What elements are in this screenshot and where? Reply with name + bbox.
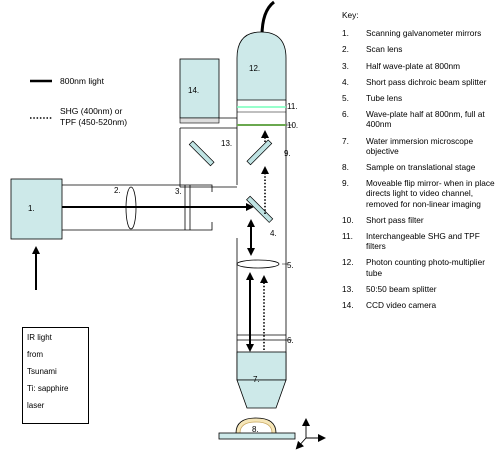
label-5: 5. [287,261,294,270]
sample-dome-inner [239,421,273,434]
key-item-number: 4. [342,76,349,87]
key-item: 1. Scanning galvanometer mirrors [342,28,496,38]
key-item-number: 7. [342,135,349,146]
label-6: 6. [287,336,294,345]
label-12: 12. [249,64,260,73]
flip-mirror [246,139,273,166]
key-item-number: 8. [342,162,349,173]
key-item: 13. 50:50 beam splitter [342,284,496,294]
translational-stage [218,432,296,440]
key-item-label: Wave-plate half at 800nm, full at 400nm [366,109,485,130]
label-11: 11. [287,102,298,111]
key-item-number: 1. [342,28,349,39]
key-item: 5. Tube lens [342,93,496,103]
axis-y [295,437,307,450]
key-item-number: 10. [342,214,354,225]
objective-nose [236,379,287,409]
key-item-label: CCD video camera [366,300,437,311]
source-line-5: laser [27,401,45,410]
key-item-number: 6. [342,109,349,120]
source-line-4: Ti: sapphire [27,384,69,393]
source-line-3: Tsunami [27,367,57,376]
key-item-number: 3. [342,60,349,71]
tube-lens [236,259,280,269]
label-8: 8. [252,425,259,434]
source-line-2: from [27,350,43,359]
dichroic-beam-splitter [246,195,274,223]
key-item-label: Short pass filter [366,214,424,225]
key-item: 8. Sample on translational stage [342,162,496,172]
camera-arm-walls [180,117,237,188]
key-item-label: Tube lens [366,93,403,104]
pmt-tube [236,31,287,101]
key-item: 4. Short pass dichroic beam splitter [342,77,496,87]
label-9: 9. [284,149,291,158]
beam-splitter-50-50 [188,140,215,167]
pmt-cable [260,0,275,37]
laser-source-box: IR light from Tsunami Ti: sapphire laser [22,327,89,424]
key-panel: Key: 1. Scanning galvanometer mirrors 2. Sc… [342,10,496,316]
camera-filter [179,117,220,124]
label-1: 1. [28,204,35,213]
key-item-label: Sample on translational stage [366,162,476,173]
key-item-label: Half wave-plate at 800nm [366,60,461,71]
label-4: 4. [270,229,277,238]
objective-body [236,351,287,381]
legend-dotted-label: SHG (400nm) or TPF (450-520nm) [60,106,127,127]
key-item: 10. Short pass filter [342,215,496,225]
key-item-number: 13. [342,283,354,294]
key-item-number: 12. [342,257,354,268]
key-item: 14. CCD video camera [342,300,496,310]
key-title: Key: [342,10,359,20]
source-line-1: IR light [27,333,52,342]
key-item: 9. Moveable flip mirror- when in place di… [342,178,496,209]
key-item-label: Short pass dichroic beam splitter [366,76,487,87]
label-3: 3. [175,187,182,196]
key-item-label: 50:50 beam splitter [366,283,437,294]
scanning-galvanometer [10,178,63,240]
key-item: 11. Interchangeable SHG and TPF filters [342,231,496,251]
key-item-label: Interchangeable SHG and TPF filters [366,231,480,252]
label-10: 10. [287,121,298,130]
key-item-label: Scan lens [366,44,403,55]
label-2: 2. [114,186,121,195]
key-item: 6. Wave-plate half at 800nm, full at 400n… [342,109,496,129]
key-item-label: Photon counting photo-multiplier tube [366,257,485,278]
key-item-number: 9. [342,178,349,189]
key-item-label: Moveable flip mirror- when in place dire… [366,178,495,209]
label-13: 13. [221,139,232,148]
key-list: 1. Scanning galvanometer mirrors 2. Scan le… [342,28,496,310]
microscope-diagram: 800nm light SHG (400nm) or TPF (450-520n… [10,0,326,450]
label-14: 14. [188,86,199,95]
key-item-label: Water immersion microscope objective [366,135,474,156]
key-item-number: 11. [342,231,353,242]
key-item: 12. Photon counting photo-multiplier tube [342,257,496,277]
key-item-number: 14. [342,300,354,311]
key-item: 7. Water immersion microscope objective [342,136,496,156]
label-7: 7. [253,375,260,384]
horizontal-tube [62,184,213,231]
key-item-number: 2. [342,44,349,55]
key-item: 2. Scan lens [342,44,496,54]
key-item: 3. Half wave-plate at 800nm [342,61,496,71]
main-tube-walls [236,100,287,380]
legend-solid-label: 800nm light [60,76,105,86]
key-item-label: Scanning galvanometer mirrors [366,28,482,39]
key-item-number: 5. [342,93,349,104]
ccd-camera [179,58,220,119]
